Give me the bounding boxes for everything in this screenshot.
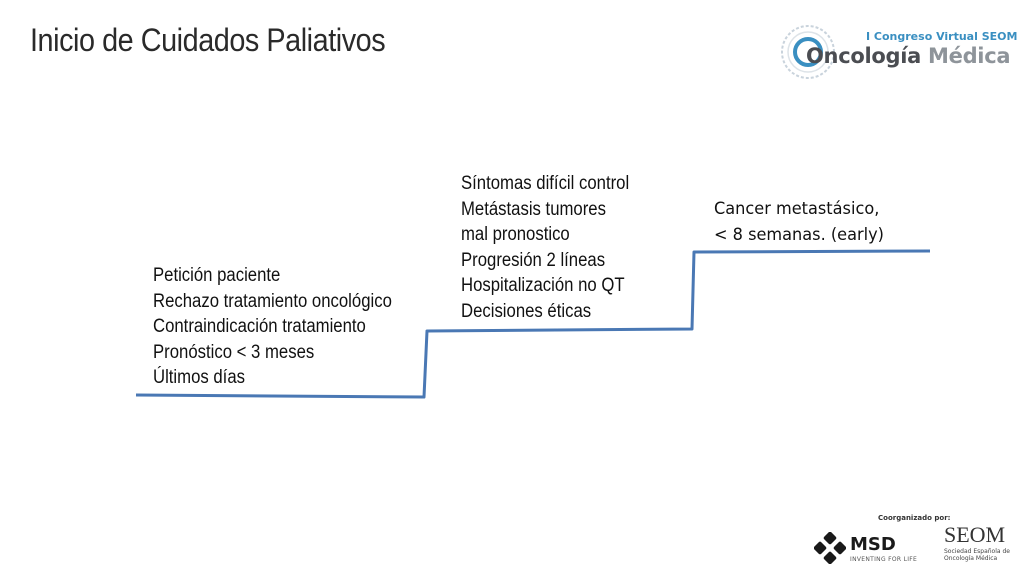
step-2-line: Progresión 2 líneas [461, 249, 606, 271]
seom-logo: SEOM Sociedad Española de Oncología Médi… [944, 522, 1014, 572]
step-1-line: Contraindicación tratamiento [153, 316, 366, 337]
step-2-line: Hospitalización no QT [461, 275, 625, 296]
congress-title: Oncología Médica [806, 44, 1011, 68]
step-2-line: Síntomas difícil control [461, 173, 630, 194]
step-2-line: mal pronostico [461, 224, 570, 245]
slide-title: Inicio de Cuidados Paliativos [30, 22, 386, 58]
step-3-line: < 8 semanas. (early) [714, 225, 884, 245]
step-1-line: Últimos días [153, 367, 245, 388]
seom-name: SEOM [944, 522, 1006, 547]
step-1-line: Petición paciente [153, 265, 281, 286]
msd-emblem-icon [814, 532, 846, 564]
step-2-criteria: Síntomas difícil control Metástasis tumo… [461, 171, 629, 324]
step-2-line: Metástasis tumores [461, 198, 606, 220]
msd-logo: MSD INVENTING FOR LIFE [814, 528, 924, 568]
congress-word-1: Oncología [806, 44, 922, 68]
step-2-line: Decisiones éticas [461, 300, 592, 322]
msd-tagline: INVENTING FOR LIFE [850, 556, 918, 563]
staircase-line [135, 249, 931, 399]
congress-top-line: I Congreso Virtual SEOM [866, 30, 1018, 43]
step-1-line: Pronóstico < 3 meses [153, 341, 315, 363]
step-3-criteria: Cancer metastásico, < 8 semanas. (early) [714, 196, 884, 248]
step-3-line: Cancer metastásico, [714, 199, 880, 219]
congress-word-2: Médica [928, 44, 1011, 68]
globe-icon [781, 25, 835, 79]
step-1-criteria: Petición paciente Rechazo tratamiento on… [153, 263, 392, 391]
coorganized-label: Coorganizado por: [878, 514, 951, 522]
seom-subtitle: Sociedad Española de Oncología Médica [944, 548, 1010, 562]
step-1-line: Rechazo tratamiento oncológico [153, 290, 392, 312]
msd-name: MSD [850, 534, 896, 555]
congress-logo: I Congreso Virtual SEOM Oncología Médica [778, 22, 1017, 82]
